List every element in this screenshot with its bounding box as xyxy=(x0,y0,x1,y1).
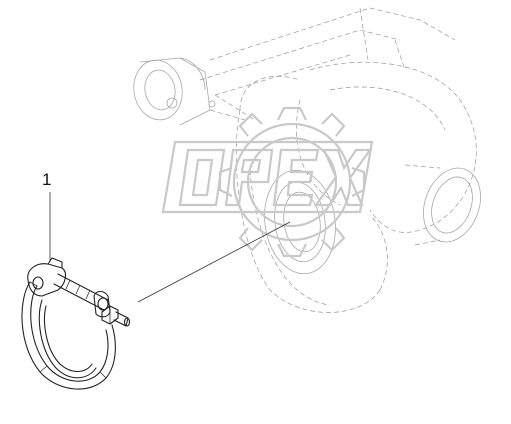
callout-1-label: 1 xyxy=(42,170,52,189)
watermark xyxy=(161,106,374,258)
assembly-direction-line xyxy=(137,221,291,303)
v-band-clamp xyxy=(21,257,131,390)
leader-lines xyxy=(49,192,291,303)
